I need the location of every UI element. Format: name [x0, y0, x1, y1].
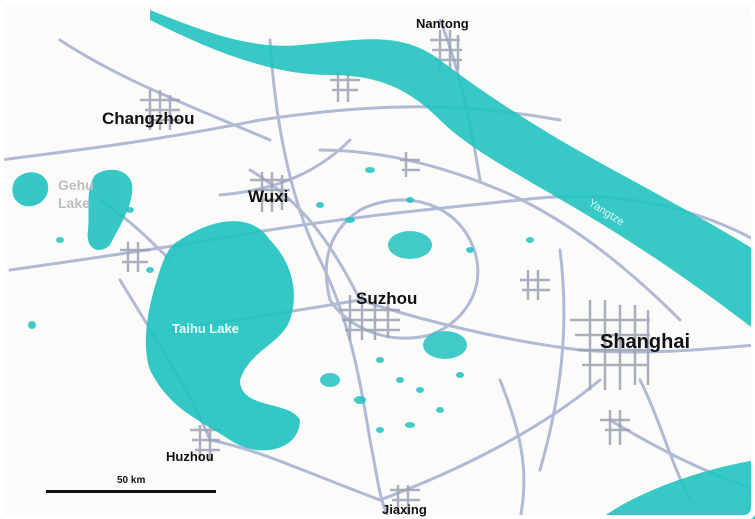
yangtze-river [150, 10, 755, 330]
urban-areas [120, 30, 650, 515]
label-gehu-line2: Lake [58, 195, 90, 211]
sea-corner [600, 460, 755, 519]
label-gehu-line1: Gehu [58, 177, 94, 193]
label-nantong: Nantong [416, 16, 469, 31]
label-jiaxing: Jiaxing [382, 502, 427, 517]
label-suzhou: Suzhou [356, 289, 418, 308]
label-taihu-lake: Taihu Lake [172, 321, 239, 336]
label-shanghai: Shanghai [600, 331, 691, 353]
scale-bar [46, 490, 216, 493]
gehu-lake-shape [12, 169, 133, 250]
road-network [0, 18, 755, 519]
scale-bar-label: 50 km [117, 475, 146, 486]
label-changzhou: Changzhou [102, 109, 195, 128]
label-wuxi: Wuxi [248, 187, 289, 206]
label-huzhou: Huzhou [166, 449, 214, 464]
taihu-lake-shape [145, 221, 300, 451]
small-lakes [28, 167, 534, 433]
